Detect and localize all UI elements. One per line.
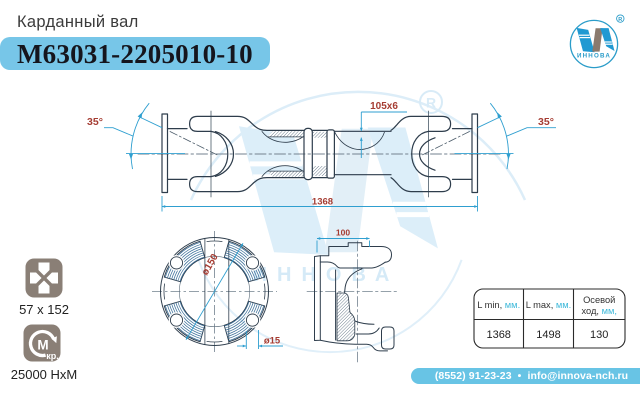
svg-text:ø15: ø15 (264, 336, 281, 347)
svg-text:100: 100 (336, 228, 350, 238)
svg-text:1368: 1368 (312, 197, 333, 208)
svg-text:105х6: 105х6 (370, 101, 398, 112)
svg-text:35°: 35° (87, 116, 103, 128)
svg-text:35°: 35° (538, 116, 554, 128)
svg-text:М: М (37, 337, 48, 352)
svg-text:ИННОВА: ИННОВА (577, 53, 611, 60)
svg-text:R: R (618, 17, 622, 23)
svg-text:Осевой: Осевой (583, 295, 615, 305)
svg-text:1368: 1368 (486, 329, 510, 341)
svg-text:L max, мм.: L max, мм. (526, 300, 572, 310)
svg-text:R: R (426, 95, 436, 111)
svg-text:1498: 1498 (536, 329, 560, 341)
svg-text:ИННОВА: ИННОВА (253, 264, 400, 286)
svg-text:ход, мм,: ход, мм, (581, 306, 616, 316)
svg-text:L min, мм.: L min, мм. (477, 300, 520, 310)
svg-text:130: 130 (590, 329, 608, 341)
svg-text:кр.: кр. (46, 351, 59, 361)
